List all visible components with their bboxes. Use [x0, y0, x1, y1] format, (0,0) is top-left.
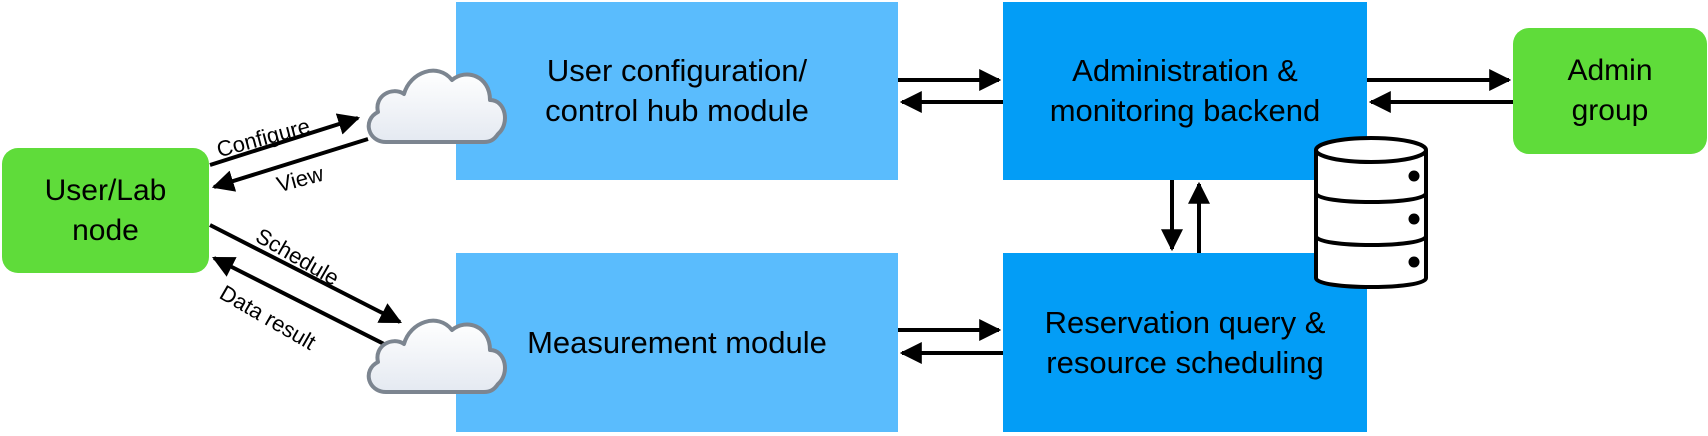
user-lab-node: User/Lab node	[2, 148, 209, 273]
cloud-icon	[366, 318, 507, 394]
control-hub-module-label: User configuration/ control hub module	[545, 53, 809, 128]
arrow-view	[211, 137, 369, 192]
arrow-data-result	[212, 256, 387, 347]
user-lab-node-label: User/Lab node	[44, 173, 167, 247]
admin-monitoring-backend: Administration & monitoring backend	[1003, 2, 1367, 180]
admin-group-node: Admin group	[1513, 28, 1707, 154]
reservation-scheduling-label: Reservation query & resource scheduling	[1044, 304, 1326, 380]
reservation-scheduling-module: Reservation query & resource scheduling	[1003, 253, 1367, 432]
measurement-module: Measurement module	[456, 253, 898, 432]
admin-monitoring-backend-label: Administration & monitoring backend	[1049, 53, 1321, 128]
arrow-configure	[209, 113, 361, 167]
admin-group-label: Admin group	[1567, 54, 1653, 127]
arrow-schedule	[209, 223, 402, 324]
measurement-module-label: Measurement module	[527, 324, 827, 360]
cloud-icon	[366, 68, 507, 144]
database-icon	[1314, 136, 1428, 289]
control-hub-module: User configuration/ control hub module	[456, 2, 898, 180]
